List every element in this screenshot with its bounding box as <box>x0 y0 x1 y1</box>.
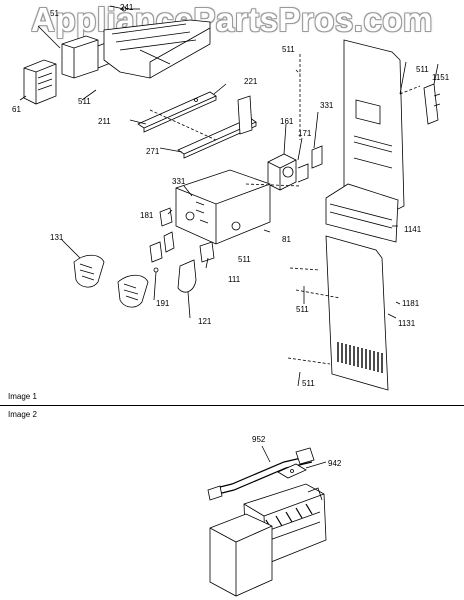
part-1141-tray <box>325 183 399 243</box>
label-191: 191 <box>156 299 170 308</box>
label-171: 171 <box>298 129 312 138</box>
label-241: 241 <box>120 3 134 12</box>
part-111-switch <box>199 241 215 263</box>
part-large-back-panel <box>343 39 405 211</box>
part-number-labels: 51 241 61 511 511 511 1151 221 211 271 1… <box>12 3 450 388</box>
part-paddle-second <box>117 274 149 308</box>
dashed-leaders <box>149 54 421 365</box>
label-271: 271 <box>146 147 160 156</box>
part-131-paddle <box>73 254 105 288</box>
label-331-b: 331 <box>172 177 186 186</box>
part-221-rail <box>137 91 217 133</box>
label-1131: 1131 <box>398 319 416 328</box>
part-1131-lower-panel <box>325 235 389 391</box>
part-271-rail <box>177 95 257 159</box>
label-111: 111 <box>228 275 241 284</box>
label-221: 221 <box>244 77 258 86</box>
part-181-lever <box>159 207 175 253</box>
label-181: 181 <box>140 211 154 220</box>
label-331-a: 331 <box>320 101 334 110</box>
part-191-knob <box>149 241 163 273</box>
image2-caption: Image 2 <box>8 410 37 419</box>
label-511-c: 511 <box>416 65 429 74</box>
part-plate-assembly <box>103 6 211 79</box>
part-ice-maker-control-box <box>209 513 273 597</box>
image2-label-leaders <box>261 445 327 469</box>
label-211: 211 <box>98 117 111 126</box>
part-161-actuator <box>267 153 309 191</box>
image1-caption: Image 1 <box>8 392 37 401</box>
label-1151: 1151 <box>432 73 450 82</box>
label-61: 61 <box>12 105 21 114</box>
label-942: 942 <box>328 459 342 468</box>
label-161: 161 <box>280 117 294 126</box>
label-511-b: 511 <box>282 45 295 54</box>
label-511-d: 511 <box>238 255 251 264</box>
part-952-wire-harness <box>207 447 315 501</box>
label-leaders <box>19 5 439 387</box>
label-511-a: 511 <box>78 97 91 106</box>
part-331-bracket-upper <box>311 145 323 169</box>
label-131: 131 <box>50 233 64 242</box>
section-divider <box>0 405 464 406</box>
label-952: 952 <box>252 435 266 444</box>
part-121-paddle <box>177 259 197 293</box>
label-1141: 1141 <box>404 225 422 234</box>
label-51: 51 <box>50 9 59 18</box>
label-121: 121 <box>198 317 212 326</box>
label-511-f: 511 <box>302 379 315 388</box>
part-942-bracket <box>277 463 307 479</box>
part-61-dispenser-cover <box>23 59 57 105</box>
image2-part-labels: 952 942 <box>252 435 342 468</box>
part-81-housing-box <box>175 169 271 245</box>
label-511-e: 511 <box>296 305 309 314</box>
part-1151-clip <box>423 83 441 125</box>
label-81: 81 <box>282 235 291 244</box>
label-1181: 1181 <box>402 299 420 308</box>
